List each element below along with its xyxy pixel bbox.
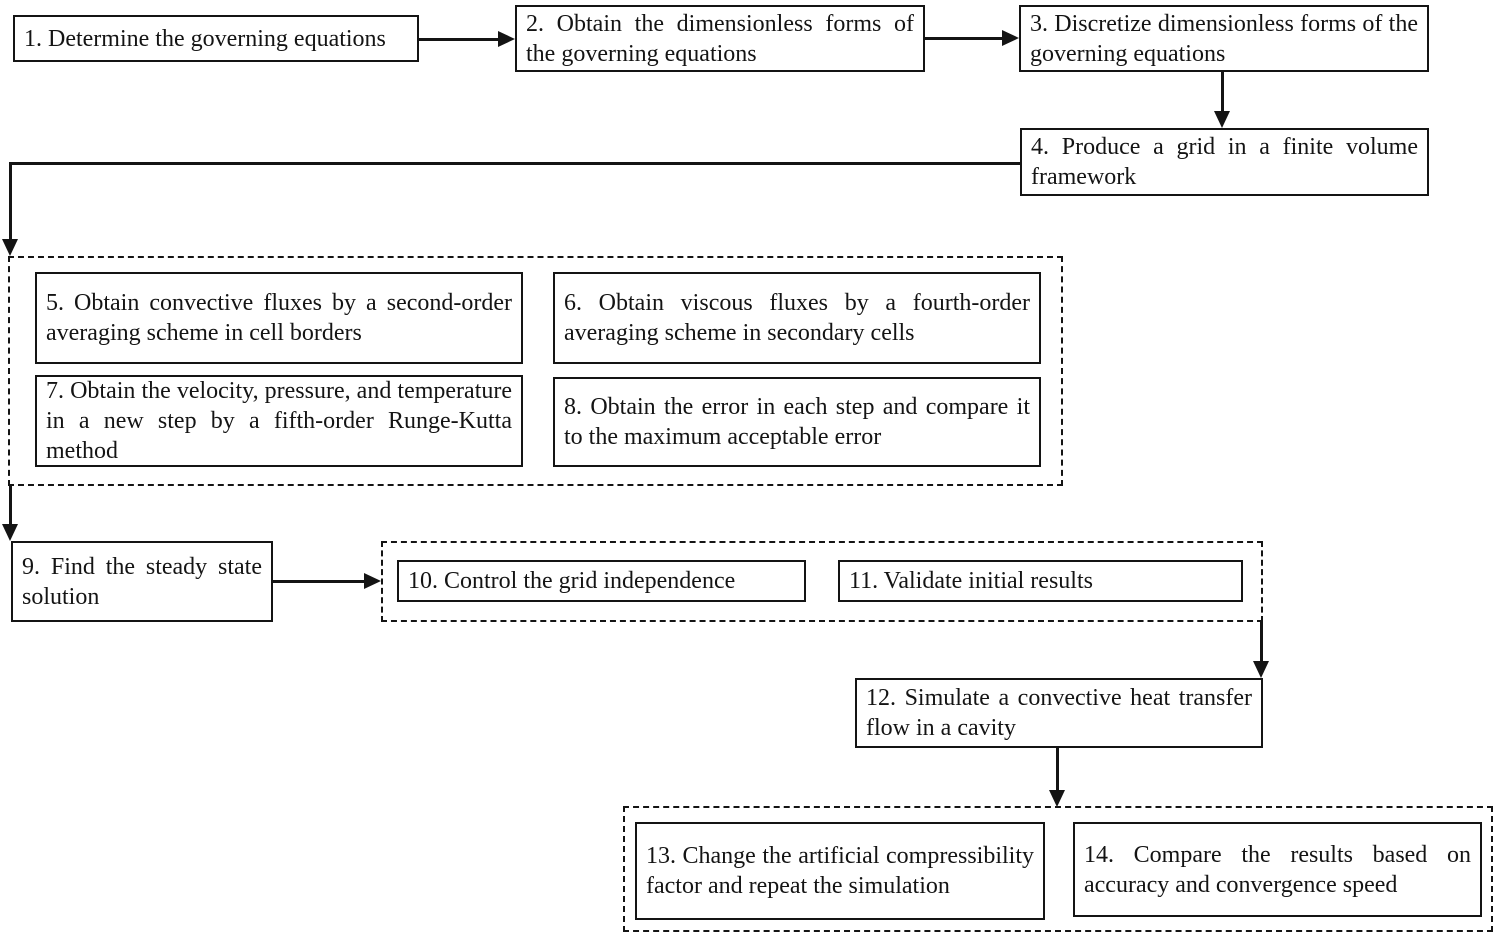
step-5-box: 5. Obtain convective fluxes by a second-… xyxy=(35,272,523,364)
step-11-label: 11. Validate initial results xyxy=(849,568,1093,594)
connector-group1-9-line xyxy=(9,486,12,525)
connector-1-2-arrowhead-icon xyxy=(498,31,515,47)
step-12-box: 12. Simulate a convective heat transfer … xyxy=(855,678,1263,748)
group-comparison xyxy=(623,806,1493,932)
connector-group1-9-arrowhead-icon xyxy=(2,524,18,541)
step-5-label: 5. Obtain convective fluxes by a second-… xyxy=(46,290,512,346)
connector-4-group1-hline xyxy=(10,162,1020,165)
connector-4-group1-vline xyxy=(9,162,12,241)
connector-9-group2-arrowhead-icon xyxy=(364,573,381,589)
step-4-box: 4. Produce a grid in a finite volume fra… xyxy=(1020,128,1429,196)
step-7-box: 7. Obtain the velocity, pressure, and te… xyxy=(35,375,523,467)
step-13-box: 13. Change the artificial compressibilit… xyxy=(635,822,1045,920)
step-8-box: 8. Obtain the error in each step and com… xyxy=(553,377,1041,467)
connector-12-group3-arrowhead-icon xyxy=(1049,790,1065,807)
step-1-label: 1. Determine the governing equations xyxy=(24,25,386,52)
step-13-label: 13. Change the artificial compressibilit… xyxy=(646,843,1034,899)
step-2-box: 2. Obtain the dimensionless forms of the… xyxy=(515,5,925,72)
connector-1-2-line xyxy=(419,38,500,41)
step-11-box: 11. Validate initial results xyxy=(838,560,1243,602)
connector-9-group2-line xyxy=(273,580,366,583)
connector-12-group3-line xyxy=(1056,748,1059,791)
step-10-label: 10. Control the grid independence xyxy=(408,568,736,594)
connector-2-3-line xyxy=(924,37,1003,40)
step-8-label: 8. Obtain the error in each step and com… xyxy=(564,394,1030,450)
step-12-label: 12. Simulate a convective heat transfer … xyxy=(866,685,1252,741)
step-7-label: 7. Obtain the velocity, pressure, and te… xyxy=(46,378,512,464)
step-4-label: 4. Produce a grid in a finite volume fra… xyxy=(1031,134,1418,190)
step-6-label: 6. Obtain viscous fluxes by a fourth-ord… xyxy=(564,290,1030,346)
step-10-box: 10. Control the grid independence xyxy=(397,560,806,602)
step-3-label: 3. Discretize dimensionless forms of the… xyxy=(1030,10,1418,67)
step-9-box: 9. Find the steady state solution xyxy=(11,541,273,622)
connector-4-group1-arrowhead-icon xyxy=(2,239,18,256)
step-14-label: 14. Compare the results based on accurac… xyxy=(1084,841,1471,898)
connector-2-3-arrowhead-icon xyxy=(1002,30,1019,46)
group-verification xyxy=(381,541,1263,622)
connector-3-4-line xyxy=(1221,72,1224,113)
step-1-box: 1. Determine the governing equations xyxy=(13,15,419,62)
step-14-box: 14. Compare the results based on accurac… xyxy=(1073,822,1482,917)
connector-group2-12-arrowhead-icon xyxy=(1253,661,1269,678)
step-3-box: 3. Discretize dimensionless forms of the… xyxy=(1019,5,1429,72)
step-9-label: 9. Find the steady state solution xyxy=(22,553,262,610)
step-6-box: 6. Obtain viscous fluxes by a fourth-ord… xyxy=(553,272,1041,364)
connector-3-4-arrowhead-icon xyxy=(1214,111,1230,128)
connector-group2-12-line xyxy=(1260,622,1263,662)
step-2-label: 2. Obtain the dimensionless forms of the… xyxy=(526,10,914,67)
group-flux-solver xyxy=(8,256,1063,486)
